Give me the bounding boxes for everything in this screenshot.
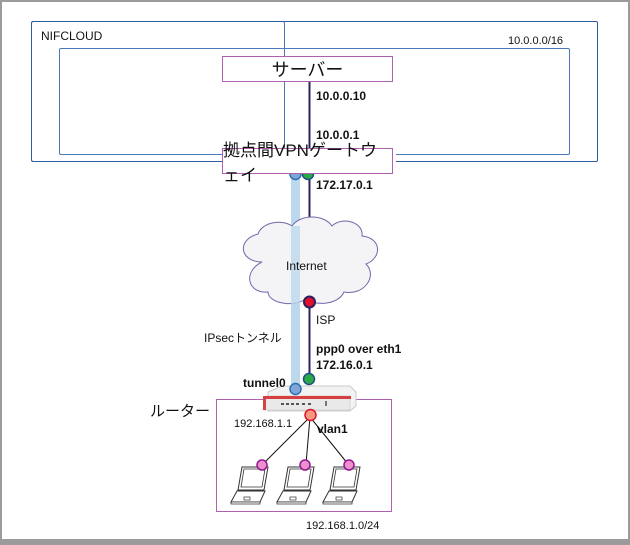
ipsec-tunnel-band-over-cloud (291, 226, 300, 306)
client-node (256, 459, 268, 471)
subnet-box (59, 48, 570, 155)
lan-link-1 (262, 416, 311, 465)
laptop-icon (322, 466, 361, 505)
internet-cloud (242, 216, 378, 305)
router-device (263, 385, 357, 412)
laptop-icon (276, 466, 315, 505)
vpn-gateway-box: 拠点間VPNゲートウェイ (222, 141, 393, 185)
gateway-inner-ip-label: 10.0.0.1 (316, 128, 360, 142)
isp-label: ISP (316, 313, 336, 327)
zone-outer-line (31, 21, 598, 162)
router-lan-if-label: vlan1 (317, 422, 348, 436)
router-lan-ip-label: 192.168.1.1 (234, 418, 293, 430)
router-tunnel-node (289, 382, 302, 396)
server-label: サーバー (271, 60, 344, 80)
router-wan-ip-label: 172.16.0.1 (316, 358, 373, 372)
nifcloud-label: NIFCLOUD (41, 29, 103, 43)
lan-link-2 (305, 416, 311, 465)
router-tunnel-if-label: tunnel0 (243, 376, 286, 390)
router-label: ルーター (150, 403, 211, 420)
laptop-icon (230, 466, 269, 505)
router-lan-node (304, 408, 317, 422)
internet-label: Internet (286, 259, 327, 273)
lan-link-3 (309, 416, 349, 465)
router-wan-if-label: ppp0 over eth1 (316, 342, 402, 356)
isp-node (303, 295, 316, 309)
gateway-outer-ip-label: 172.17.0.1 (316, 178, 373, 192)
server-box: サーバー (222, 56, 393, 82)
vpn-gateway-label: 拠点間VPNゲートウェイ (223, 141, 377, 185)
cloud-cidr-label: 10.0.0.0/16 (508, 35, 564, 47)
lan-cidr-label: 192.168.1.0/24 (306, 520, 380, 532)
ipsec-tunnel-label: IPsecトンネル (204, 331, 282, 345)
client-node (299, 459, 311, 471)
router-wan-node (302, 372, 316, 386)
client-node (343, 459, 355, 471)
server-ip-label: 10.0.0.10 (316, 89, 367, 103)
